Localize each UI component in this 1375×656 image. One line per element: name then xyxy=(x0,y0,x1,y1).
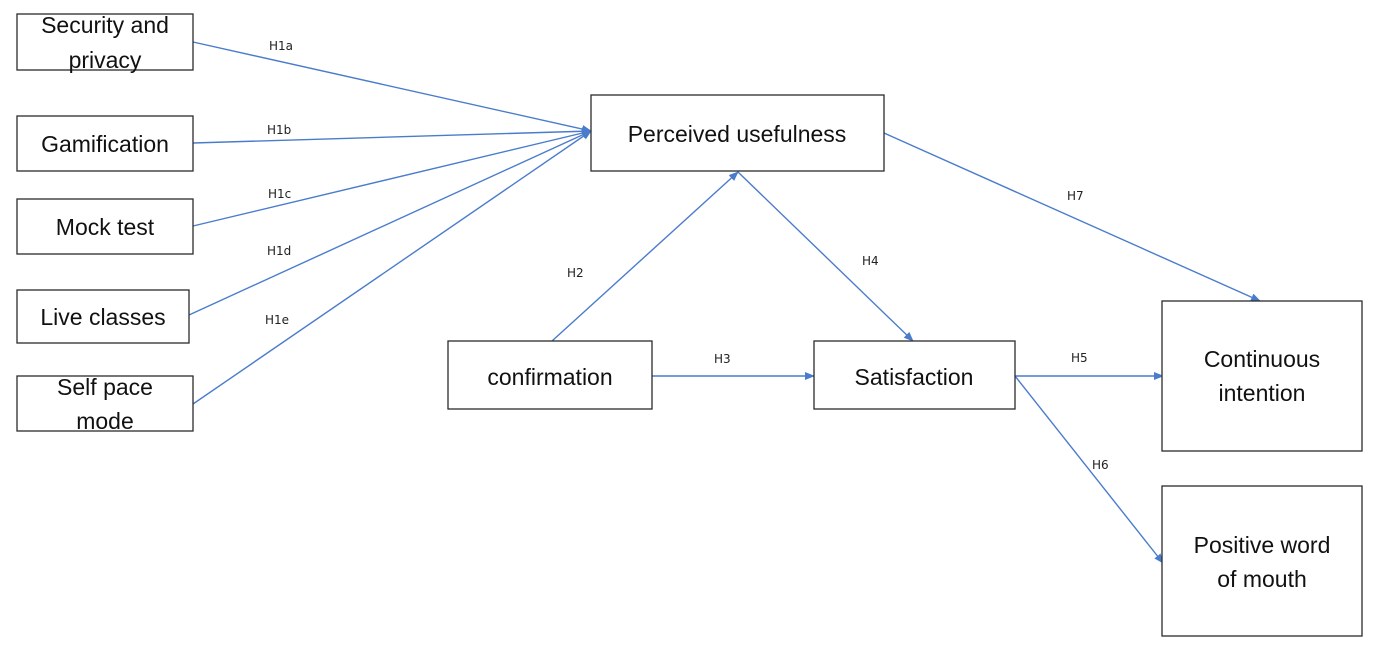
arrow-h4 xyxy=(737,171,914,342)
edge-label-h1a: H1a xyxy=(269,39,293,53)
node-self-pace-mode: Self pace mode xyxy=(16,374,194,434)
node-gamification: Gamification xyxy=(16,115,194,172)
edge-label-h1d: H1d xyxy=(267,244,291,258)
arrow-h6 xyxy=(1014,375,1164,564)
node-live-classes: Live classes xyxy=(16,289,190,344)
node-self-pace-mode-line1: Self pace xyxy=(57,374,153,400)
node-security-privacy-line1: Security and xyxy=(41,12,169,38)
arrow-h1d xyxy=(188,130,592,316)
edge-labels: H1a H1b H1c H1d H1e H2 H3 H4 H5 H6 H7 xyxy=(265,39,1109,472)
arrow-h7 xyxy=(883,132,1261,302)
arrow-h1b xyxy=(192,127,592,144)
node-continuous-intention: Continuous intention xyxy=(1161,300,1363,452)
node-security-privacy-line2: privacy xyxy=(69,47,142,73)
node-positive-wom-line1: Positive word xyxy=(1194,532,1331,558)
edge-label-h1c: H1c xyxy=(268,187,291,201)
edge-label-h6: H6 xyxy=(1092,458,1109,472)
edge-label-h7: H7 xyxy=(1067,189,1084,203)
node-live-classes-label: Live classes xyxy=(40,304,165,330)
node-continuous-intention-line2: intention xyxy=(1219,380,1306,406)
node-continuous-intention-line1: Continuous xyxy=(1204,346,1320,372)
node-perceived-usefulness-label: Perceived usefulness xyxy=(628,121,847,147)
node-self-pace-mode-line2: mode xyxy=(76,408,134,434)
node-satisfaction: Satisfaction xyxy=(813,340,1016,410)
node-positive-wom-line2: of mouth xyxy=(1217,566,1307,592)
edge-label-h2: H2 xyxy=(567,266,584,280)
node-positive-word-of-mouth: Positive word of mouth xyxy=(1161,485,1363,637)
edge-label-h4: H4 xyxy=(862,254,879,268)
edge-label-h5: H5 xyxy=(1071,351,1088,365)
arrow-h2 xyxy=(551,171,739,342)
node-confirmation: confirmation xyxy=(447,340,653,410)
node-perceived-usefulness: Perceived usefulness xyxy=(590,94,885,172)
edge-label-h3: H3 xyxy=(714,352,731,366)
node-security-privacy: Security and privacy xyxy=(16,12,194,73)
node-confirmation-label: confirmation xyxy=(487,364,612,390)
edge-label-h1b: H1b xyxy=(267,123,291,137)
node-mock-test-label: Mock test xyxy=(56,214,155,240)
arrow-h1a xyxy=(192,41,592,133)
edges xyxy=(188,41,1261,564)
node-gamification-label: Gamification xyxy=(41,131,169,157)
node-satisfaction-label: Satisfaction xyxy=(855,364,974,390)
arrow-h1e xyxy=(192,130,592,405)
edge-label-h1e: H1e xyxy=(265,313,289,327)
node-mock-test: Mock test xyxy=(16,198,194,255)
arrow-h1c xyxy=(192,129,592,227)
